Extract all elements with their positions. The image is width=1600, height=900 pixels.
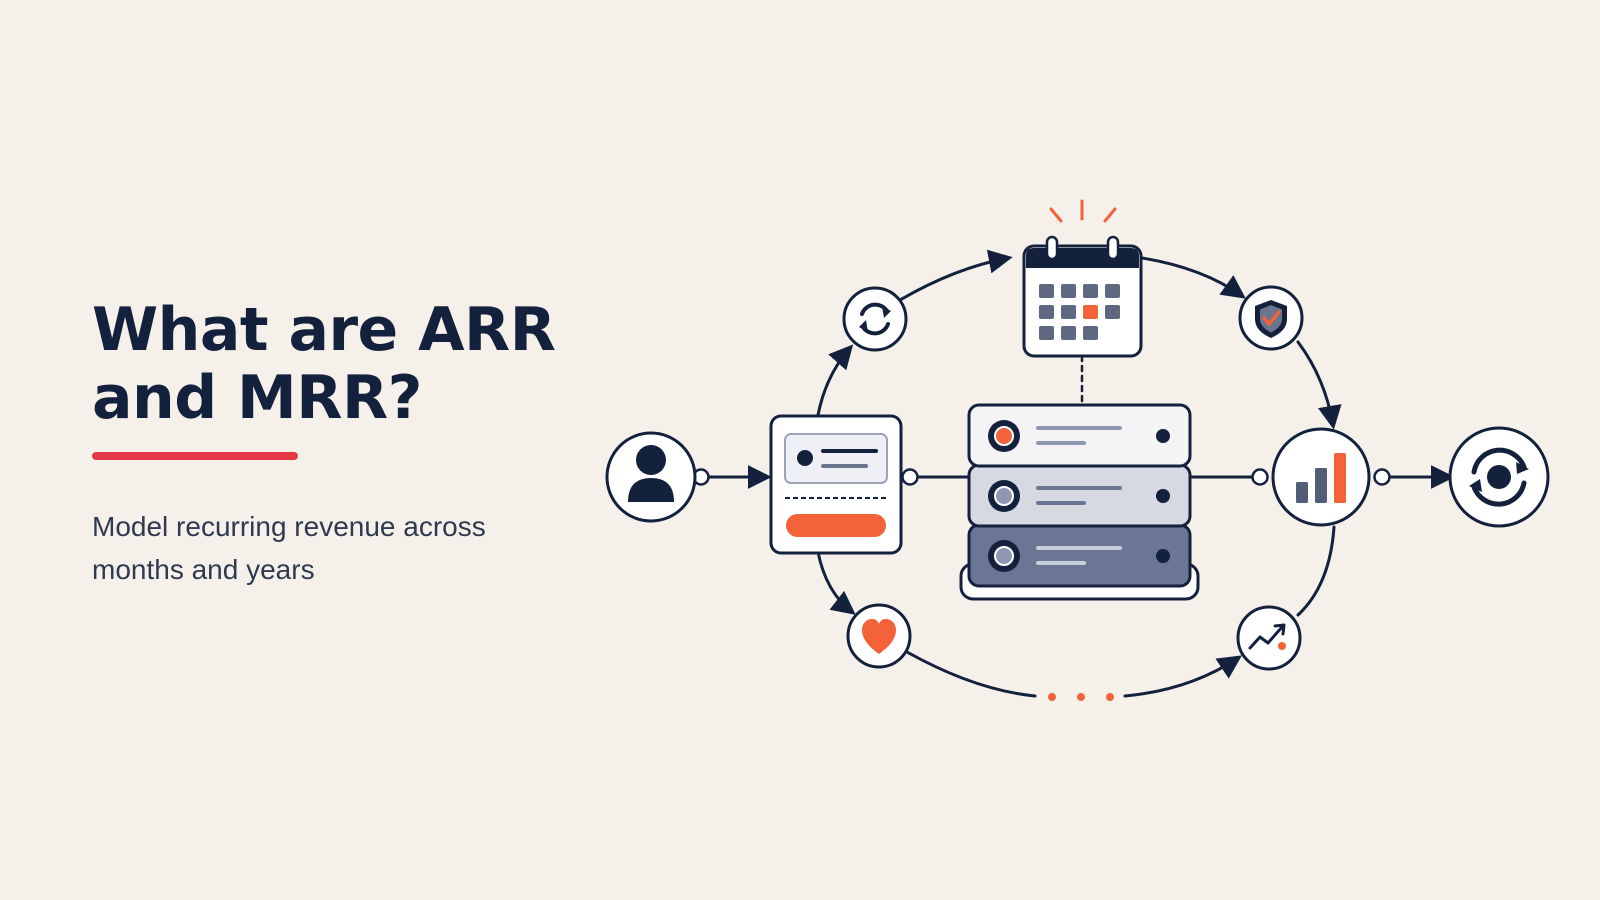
shield-check-icon (1238, 285, 1304, 351)
title-line-2: and MRR? (92, 363, 422, 433)
connector-dot (1251, 468, 1269, 486)
connector-calendar-to-shield (1140, 256, 1246, 299)
connector-checkout-to-renewal (816, 344, 854, 417)
trend-up-icon (1236, 605, 1302, 671)
page-subtitle: Model recurring revenue across months an… (92, 511, 486, 585)
bar-chart-icon (1271, 427, 1371, 527)
connectors (707, 249, 1455, 698)
refresh-icon (842, 286, 908, 352)
server-stack-icon (959, 403, 1200, 601)
title-underline (92, 452, 298, 460)
connector-checkout-to-heart (816, 550, 856, 615)
connector-dot (1373, 468, 1391, 486)
page-title: What are ARR and MRR? (92, 296, 612, 432)
recurring-cycle-icon (1448, 426, 1550, 528)
ellipsis-dots (1048, 693, 1114, 701)
connector-shield-to-metrics (1296, 340, 1342, 430)
ellipsis-dot (1077, 693, 1085, 701)
user-icon (605, 431, 697, 523)
connector-metrics-to-trend (1296, 525, 1336, 617)
heart-icon (846, 603, 912, 669)
ellipsis-dot (1106, 693, 1114, 701)
connector-dot (901, 468, 919, 486)
title-line-1: What are ARR (92, 295, 556, 365)
connector-bottom-arc-to-trend (1123, 655, 1242, 698)
ellipsis-dot (1048, 693, 1056, 701)
checkout-card-icon (769, 414, 903, 555)
calendar-icon (1022, 199, 1143, 358)
connector-dots (692, 468, 1391, 486)
connector-renewal-to-calendar (898, 249, 1013, 302)
connector-heart-bottom-arc (905, 650, 1037, 698)
